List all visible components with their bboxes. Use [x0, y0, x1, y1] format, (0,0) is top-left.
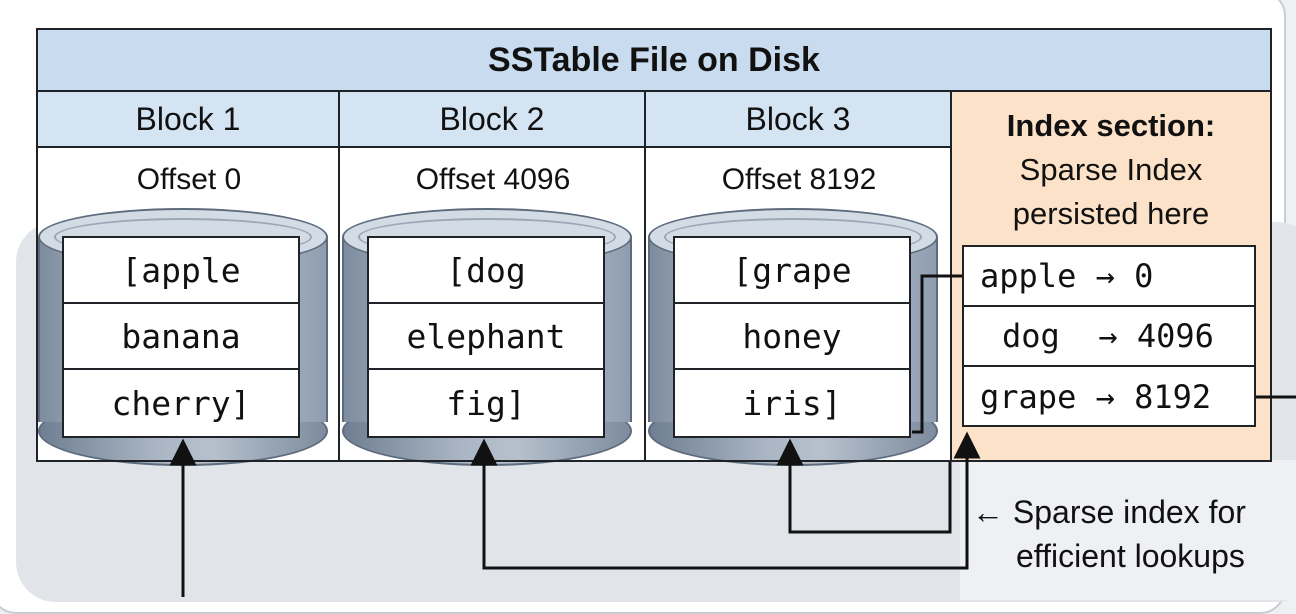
- key-cell: cherry]: [111, 383, 251, 423]
- pointer-to-block-3: [776, 438, 952, 534]
- note-line1: ← Sparse index for: [972, 490, 1292, 534]
- index-offset: 8192: [1134, 378, 1212, 416]
- key-cell: [apple: [64, 238, 298, 304]
- sparse-index-table: apple → 0 dog → 4096 grape → 8192: [962, 245, 1256, 427]
- key-cell: [grape: [675, 238, 909, 304]
- block-3-offset: Offset 8192: [721, 163, 877, 196]
- key-cell: iris]: [742, 383, 842, 423]
- sstable-frame: [36, 28, 1272, 462]
- block-2-keys: [dog elephant fig]: [367, 236, 605, 438]
- arrow-right-icon: →: [1095, 378, 1115, 416]
- index-link-block-3: [912, 274, 962, 434]
- index-offset: 4096: [1136, 317, 1214, 355]
- arrow-left-icon: ←: [972, 494, 1004, 530]
- key-cell: fig]: [446, 383, 526, 423]
- index-subtitle-line1: Sparse Index: [1019, 152, 1203, 187]
- note-line2: efficient lookups: [1016, 538, 1245, 574]
- arrow-right-icon: →: [1098, 317, 1118, 355]
- background-shade-corner: [960, 460, 1296, 600]
- index-heading: Index section:: [1006, 108, 1216, 143]
- index-entry: apple → 0: [964, 247, 1254, 307]
- block-1-keys: [apple banana cherry]: [62, 236, 300, 438]
- block-3-keys: [grape honey iris]: [673, 236, 911, 438]
- pointer-to-block-2: [470, 438, 969, 570]
- index-section-title: Index section: Sparse Index persisted he…: [952, 104, 1270, 236]
- index-key: dog: [1002, 317, 1060, 355]
- index-entry: dog → 4096: [964, 307, 1254, 367]
- connector-lines: [169, 274, 1296, 597]
- block-1-offset: Offset 0: [136, 163, 242, 196]
- index-key: apple: [980, 257, 1077, 295]
- block-2-header: Block 2: [340, 92, 646, 148]
- block-1-header: Block 1: [38, 92, 340, 148]
- block-2-offset: Offset 4096: [415, 163, 571, 196]
- index-entry: grape → 8192: [964, 367, 1254, 427]
- index-key: grape: [980, 378, 1077, 416]
- key-cell: [dog: [369, 238, 603, 304]
- block-3-header: Block 3: [646, 92, 952, 148]
- key-cell: elephant: [369, 304, 603, 370]
- index-offset: 0: [1134, 257, 1154, 295]
- index-subtitle-line2: persisted here: [1012, 196, 1210, 231]
- sstable-title: SSTable File on Disk: [38, 30, 1270, 92]
- note-text-1: Sparse index for: [1012, 494, 1246, 530]
- key-cell: honey: [675, 304, 909, 370]
- sparse-index-note: ← Sparse index for efficient lookups: [972, 490, 1292, 578]
- key-cell: banana: [64, 304, 298, 370]
- arrow-right-icon: →: [1095, 257, 1115, 295]
